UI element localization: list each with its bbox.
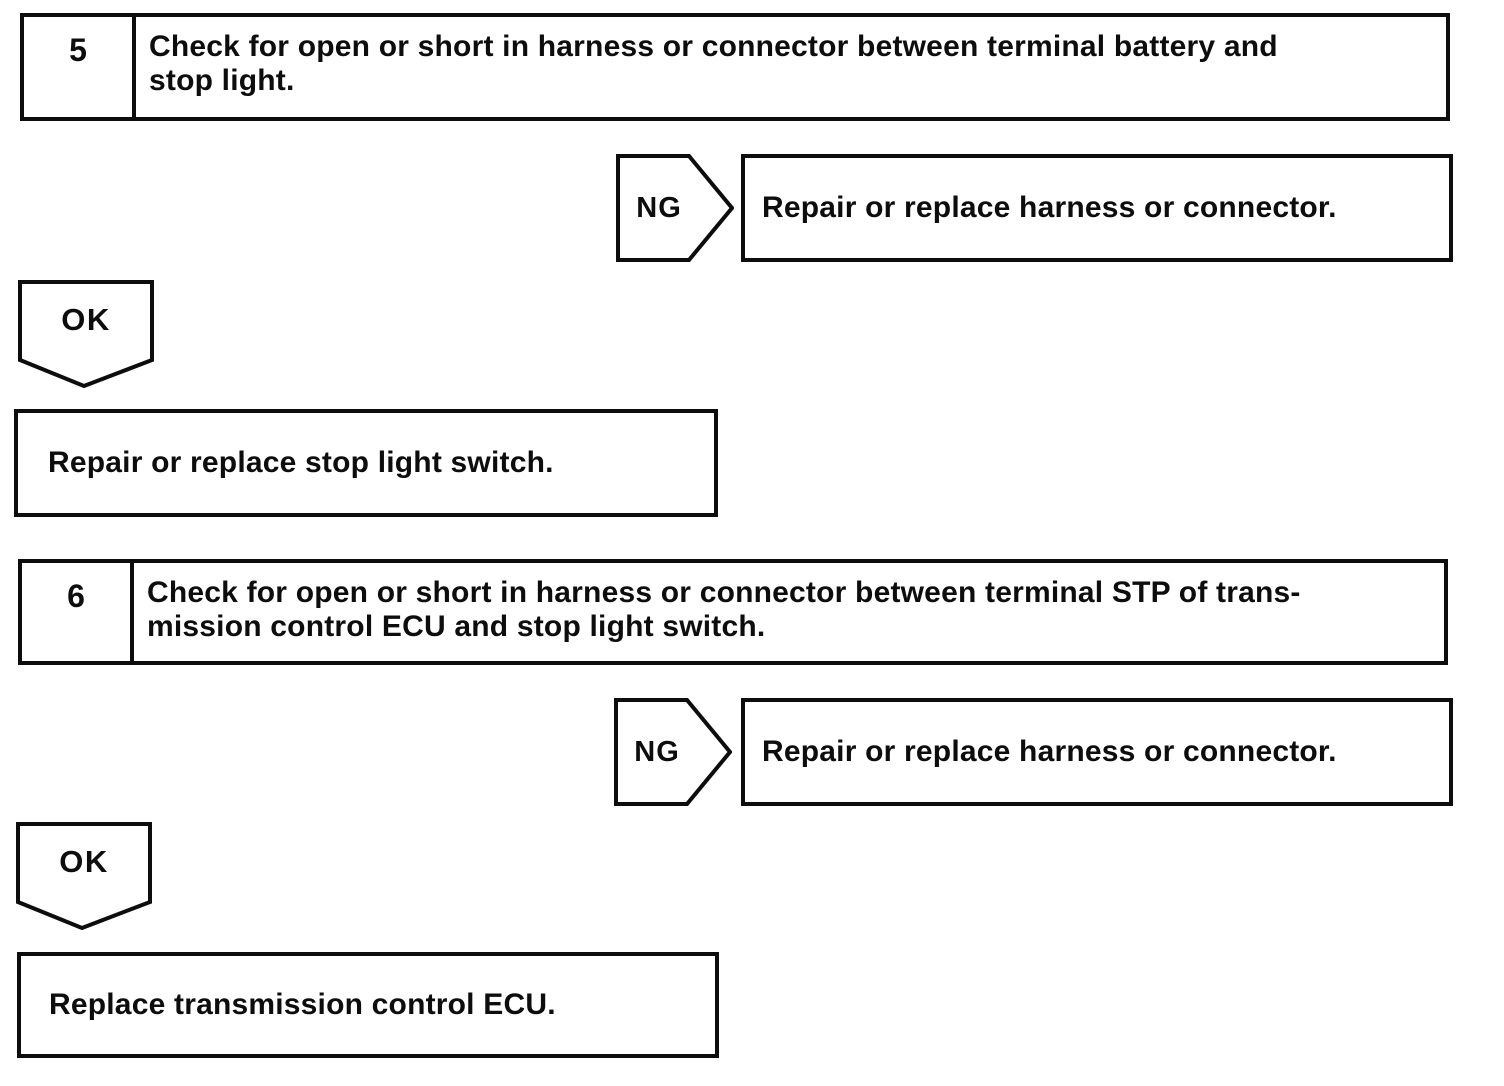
step-6-ok-action-text: Replace transmission control ECU. [49, 988, 556, 1021]
step-6-question-line-2: mission control ECU and stop light switc… [147, 610, 766, 643]
ng-arrow-right-icon [614, 698, 733, 806]
step-5-ok-connector: OK [18, 280, 154, 389]
step-5-ng-connector: NG [616, 154, 735, 262]
step-5-number: 5 [24, 17, 136, 117]
step-5-ng-action-text: Repair or replace harness or connector. [762, 191, 1337, 224]
step-6-ng-action-text: Repair or replace harness or connector. [762, 735, 1337, 768]
step-5-question-box: 5 Check for open or short in harness or … [20, 13, 1450, 121]
ok-arrow-down-icon [18, 280, 154, 389]
step-6-ok-label: OK [59, 844, 109, 879]
step-5-ok-action-box: Repair or replace stop light switch. [14, 409, 718, 517]
step-6-question-line-1: Check for open or short in harness or co… [147, 576, 1301, 609]
ng-arrow-right-icon [616, 154, 735, 262]
step-6-number: 6 [22, 563, 134, 661]
step-6-ng-connector: NG [614, 698, 733, 806]
step-6-ng-label: NG [634, 735, 680, 768]
step-5-ng-action-box: Repair or replace harness or connector. [741, 154, 1453, 262]
step-6-ok-action-box: Replace transmission control ECU. [17, 952, 719, 1058]
step-5-question-text: Check for open or short in harness or co… [136, 17, 1294, 117]
step-6-ok-connector: OK [16, 822, 152, 931]
step-5-question-line-2: stop light. [149, 64, 295, 97]
step-6-ng-action-box: Repair or replace harness or connector. [741, 698, 1453, 806]
step-6-question-text: Check for open or short in harness or co… [134, 563, 1317, 661]
ok-arrow-down-icon [16, 822, 152, 931]
step-6-question-box: 6 Check for open or short in harness or … [18, 559, 1448, 665]
step-5-ok-action-text: Repair or replace stop light switch. [48, 446, 554, 479]
step-5-question-line-1: Check for open or short in harness or co… [149, 30, 1278, 63]
step-5-ng-label: NG [636, 191, 682, 224]
step-5-ok-label: OK [61, 302, 111, 337]
